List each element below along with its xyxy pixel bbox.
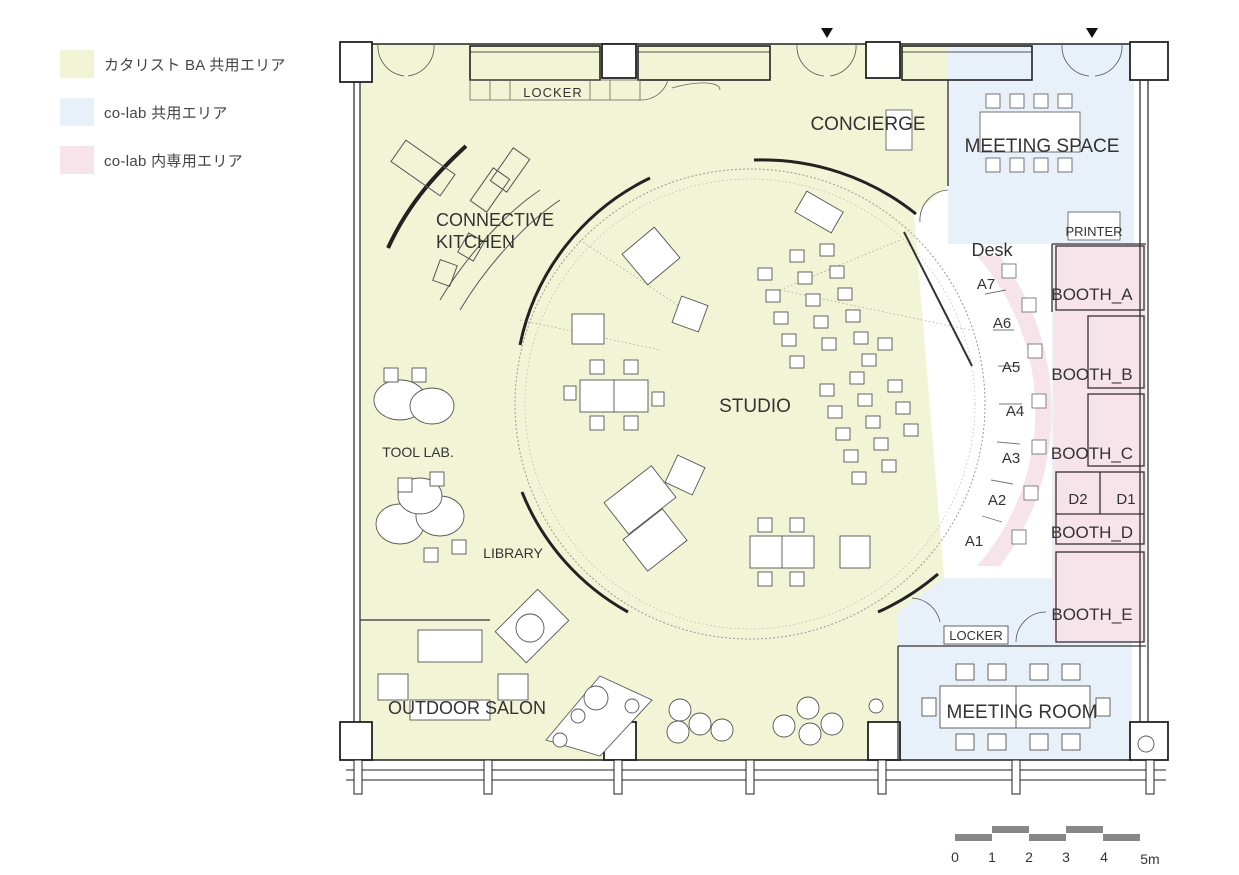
label-meeting-space: MEETING SPACE [965,136,1120,157]
locker-top [469,79,721,101]
label-desk-a7: A7 [977,276,995,293]
label-desk-a3: A3 [1002,450,1020,467]
label-locker-top: LOCKER [523,85,582,100]
label-booth-a: BOOTH_A [1051,285,1133,304]
label-connective-kitchen: CONNECTIVE [436,210,554,230]
studio-furniture [563,190,919,587]
entrance-marker-icon [821,28,833,38]
meeting-room-furniture [921,625,1111,751]
legend-label: co-lab 共用エリア [104,104,228,122]
entrance-marker-icon [1086,28,1098,38]
scale-tick: 0 [951,849,959,865]
label-concierge: CONCIERGE [810,114,925,135]
scale-tick: 1 [988,849,996,865]
label-booth-e: BOOTH_E [1051,605,1132,624]
label-desk-a4: A4 [1006,403,1024,420]
legend-swatch-blue [60,98,94,126]
label-connective-kitchen: KITCHEN [436,232,515,252]
label-desk-a5: A5 [1002,359,1020,376]
legend-item-colab-private: co-lab 内専用エリア [60,136,286,184]
label-desk-a6: A6 [993,315,1011,332]
label-desk-a1: A1 [965,533,983,550]
legend-label: カタリスト BA 共用エリア [104,56,286,74]
label-booth-d2: D2 [1068,491,1087,508]
legend: カタリスト BA 共用エリア co-lab 共用エリア co-lab 内専用エリ… [60,40,286,184]
legend-item-catalyst-ba: カタリスト BA 共用エリア [60,40,286,88]
scale-tick: 4 [1100,849,1108,865]
doors [377,43,1123,643]
legend-label: co-lab 内専用エリア [104,152,243,170]
legend-swatch-pink [60,146,94,174]
label-booth-c: BOOTH_C [1051,444,1133,463]
legend-item-colab-common: co-lab 共用エリア [60,88,286,136]
scale-tick: 3 [1062,849,1070,865]
legend-swatch-yellow [60,50,94,78]
scale-end-label: 5m [1140,851,1159,867]
kitchen-counter [386,139,561,311]
tool-lab-furniture [373,367,467,563]
label-desk-a2: A2 [988,492,1006,509]
label-outdoor-salon: OUTDOOR SALON [388,698,546,718]
partition-walls [360,80,1146,760]
outdoor-salon-furniture [377,588,1155,757]
label-booth-b: BOOTH_B [1051,365,1132,384]
label-meeting-room: MEETING ROOM [947,702,1098,723]
label-locker-bottom: LOCKER [949,628,1002,643]
label-tool-lab: TOOL LAB. [382,444,454,460]
label-library: LIBRARY [483,545,543,561]
desk-furniture [981,263,1047,545]
meeting-space-furniture [885,93,1121,241]
label-studio: STUDIO [719,396,791,417]
label-booth-d: BOOTH_D [1051,523,1133,542]
label-booth-d1: D1 [1116,491,1135,508]
room-labels: LOCKER CONCIERGE MEETING SPACE PRINTER D… [382,85,1135,723]
scale-bar: 0 1 2 3 4 5m [951,826,1160,867]
outer-walls [339,41,1169,795]
label-printer: PRINTER [1065,224,1122,239]
label-desk: Desk [971,240,1013,260]
scale-tick: 2 [1025,849,1033,865]
